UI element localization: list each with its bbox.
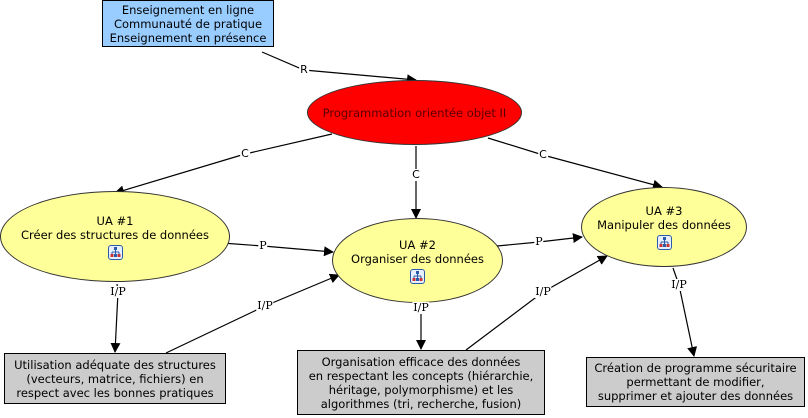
modes-line-2: Communauté de pratique (113, 16, 263, 31)
out1-line-2: (vecteurs, matrice, fichiers) en (26, 371, 204, 386)
out2-line-4: algorithmes (tri, recherche, fusion) (320, 396, 522, 411)
node-ua1[interactable]: UA #1 Créer des structures de données (0, 191, 230, 282)
node-teaching-modes[interactable]: Enseignement en ligne Communauté de prat… (102, 0, 274, 47)
course-title: Programmation orientée objet II (322, 105, 507, 120)
modes-line-1: Enseignement en ligne (121, 2, 255, 17)
concept-map-icon[interactable] (410, 268, 425, 284)
out3-line-2: permettant de modifier, (626, 375, 765, 389)
edge-label-ip3: I/P (412, 301, 430, 314)
out3-line-1: Création de programme sécuritaire (594, 361, 797, 375)
out3-line-3: supprimer et ajouter des données (597, 389, 794, 403)
ua3-line-1: UA #3 (645, 204, 683, 218)
node-course[interactable]: Programmation orientée objet II (307, 80, 522, 145)
ua1-line-1: UA #1 (96, 213, 134, 228)
edge-label-ip2: I/P (256, 299, 274, 312)
out1-line-3: respect avec les bonnes pratiques (16, 385, 214, 400)
edge-label-c3: C (538, 148, 548, 161)
out2-line-3: héritage, polymorphisme) et les (328, 382, 514, 397)
edge-label-ip1: I/P (109, 285, 127, 298)
edge-label-c1: C (240, 147, 250, 160)
out2-line-2: en respectant les concepts (hiérarchie, (308, 368, 534, 383)
edge-label-r: R (299, 63, 309, 76)
out1-line-1: Utilisation adéquate des structures (14, 357, 216, 372)
node-ua3[interactable]: UA #3 Manipuler des données (581, 187, 747, 267)
ua2-line-2: Organiser des données (351, 251, 484, 266)
edge-label-ip5: I/P (670, 278, 688, 291)
edge-label-p2: P (534, 235, 544, 248)
modes-line-3: Enseignement en présence (109, 30, 267, 45)
edge-c1 (114, 133, 333, 196)
edge-p1 (221, 242, 334, 257)
node-outcome-2[interactable]: Organisation efficace des données en res… (297, 350, 545, 415)
ua2-line-1: UA #2 (399, 237, 436, 252)
node-outcome-3[interactable]: Création de programme sécuritaire permet… (586, 357, 805, 407)
node-ua2[interactable]: UA #2 Organiser des données (332, 218, 503, 303)
out2-line-1: Organisation efficace des données (321, 354, 521, 369)
ua1-line-2: Créer des structures de données (21, 227, 209, 242)
concept-map-icon[interactable] (656, 235, 672, 250)
edge-label-ip4: I/P (534, 285, 552, 298)
concept-map-icon[interactable] (107, 244, 123, 260)
edge-c3 (487, 137, 663, 190)
edge-ip2 (165, 273, 340, 354)
edge-label-p1: P (258, 239, 268, 252)
ua3-line-2: Manipuler des données (597, 218, 731, 232)
edge-r (261, 51, 417, 85)
edge-label-c2: C (411, 168, 421, 181)
node-outcome-1[interactable]: Utilisation adéquate des structures (vec… (4, 353, 226, 404)
